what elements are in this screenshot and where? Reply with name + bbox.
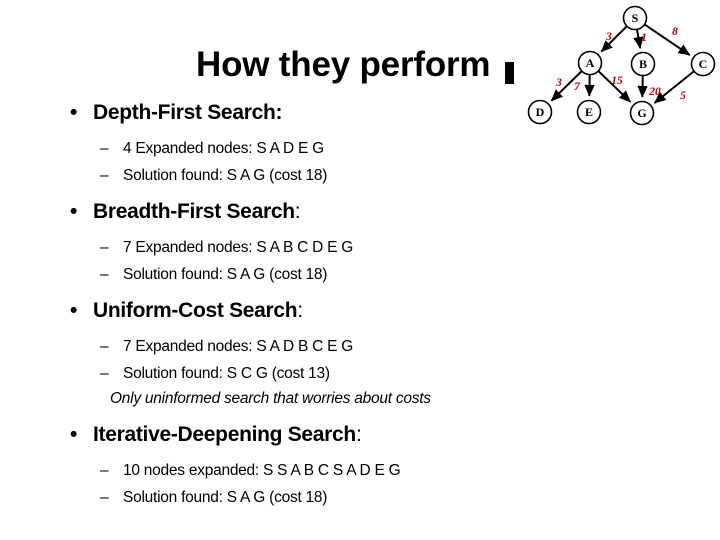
edge-cost-label-s-a: 3 [605,31,612,43]
list-item: –Solution found: S C G (cost 13) [0,363,520,384]
section-heading-text: Uniform-Cost Search [93,299,298,322]
graph-edge-s-b [633,29,644,50]
edge-cost-label-a-g: 15 [611,75,623,87]
list-item: –Solution found: S A G (cost 18) [0,487,520,508]
graph-node-label-c: C [699,57,708,71]
graph-edge-a-g [597,70,632,103]
dash-bullet-icon: – [100,338,109,355]
edge-cost-label-b-g: 20 [648,86,661,98]
bullet-dot-icon: • [70,101,78,124]
list-item-text: Solution found: S A G (cost 18) [123,266,328,283]
edge-cost-label-s-c: 8 [672,26,678,38]
bullet-dot-icon: • [70,200,78,223]
bullet-dot-icon: • [70,299,78,322]
section-note: Only uninformed search that worries abou… [110,390,431,407]
dash-bullet-icon: – [100,462,109,479]
dash-bullet-icon: – [100,140,109,157]
graph-node-label-d: D [536,105,545,119]
list-item: –Solution found: S A G (cost 18) [0,264,520,285]
list-item: –10 nodes expanded: S S A B C S A D E G [0,460,520,481]
dash-bullet-icon: – [100,489,109,506]
list-item: –7 Expanded nodes: S A B C D E G [0,237,520,258]
list-item: –7 Expanded nodes: S A D B C E G [0,336,520,357]
dash-bullet-icon: – [100,167,109,184]
list-item-text: 4 Expanded nodes: S A D E G [123,140,324,157]
section-heading-tail: : [355,423,362,446]
section-heading-text: Breadth-First Search [93,200,295,223]
graph-node-b [630,51,656,77]
graph-edge-a-d [550,70,583,102]
graph-node-label-s: S [632,11,639,25]
section-iterative-deepening-search: • Iterative-Deepening Search: –10 nodes e… [0,422,520,508]
bullet-content: •Depth-First Search: –4 Expanded nodes: … [0,100,520,508]
list-item-text: Solution found: S A G (cost 18) [123,167,328,184]
graph-node-label-g: G [637,106,646,120]
section-heading-tail: : [297,299,303,322]
dash-bullet-icon: – [100,239,109,256]
graph-nodes: S A B C D E G [527,5,716,126]
section-heading-tail: : [294,200,301,223]
graph-node-a [577,50,603,76]
list-item-text: Solution found: S C G (cost 13) [123,365,330,382]
dash-bullet-icon: – [100,365,109,382]
page-title: How they perform [196,45,491,84]
dash-bullet-icon: – [100,266,109,283]
graph-node-label-b: B [639,57,647,71]
edge-cost-label-s-b: 1 [641,32,647,44]
graph-edge-s-c [644,23,691,56]
graph-node-c [690,51,716,77]
bullet-dot-icon: • [70,423,78,446]
edge-cost-label-c-g: 5 [680,90,686,102]
graph-node-label-e: E [585,105,593,119]
section-heading: • Depth-First Search: [0,100,520,126]
graph-node-s [622,5,648,31]
graph-node-d [527,99,553,125]
graph-edges [550,23,695,104]
section-heading: • Iterative-Deepening Search: [0,422,520,448]
section-heading-text: Iterative-Deepening Search [93,423,356,446]
figure-edge-artifact [505,62,514,84]
edge-cost-label-a-d: 3 [555,77,562,89]
edge-cost-label-a-e: 7 [574,81,581,93]
list-item-text: 7 Expanded nodes: S A B C D E G [123,239,354,256]
section-heading-text: Depth-First Search: [93,101,283,124]
section-heading: • Breadth-First Search: [0,199,520,225]
graph-node-g [629,100,655,126]
section-uniform-cost-search: • Uniform-Cost Search: –7 Expanded nodes:… [0,298,520,409]
list-item: –Solution found: S A G (cost 18) [0,165,520,186]
graph-node-label-a: A [586,56,595,70]
graph-edge-c-g [653,70,695,104]
list-item: –4 Expanded nodes: S A D E G [0,138,520,159]
section-breadth-first-search: • Breadth-First Search: –7 Expanded nodes… [0,199,520,285]
list-item-text: 10 nodes expanded: S S A B C S A D E G [123,462,401,479]
list-item-text: 7 Expanded nodes: S A D B C E G [123,338,354,355]
graph-edge-s-a [600,25,628,53]
section-heading: • Uniform-Cost Search: [0,298,520,324]
graph-node-e [576,99,602,125]
list-item-text: Solution found: S A G (cost 18) [123,489,328,506]
section-depth-first-search: • Depth-First Search: –4 Expanded nodes: … [0,100,520,186]
